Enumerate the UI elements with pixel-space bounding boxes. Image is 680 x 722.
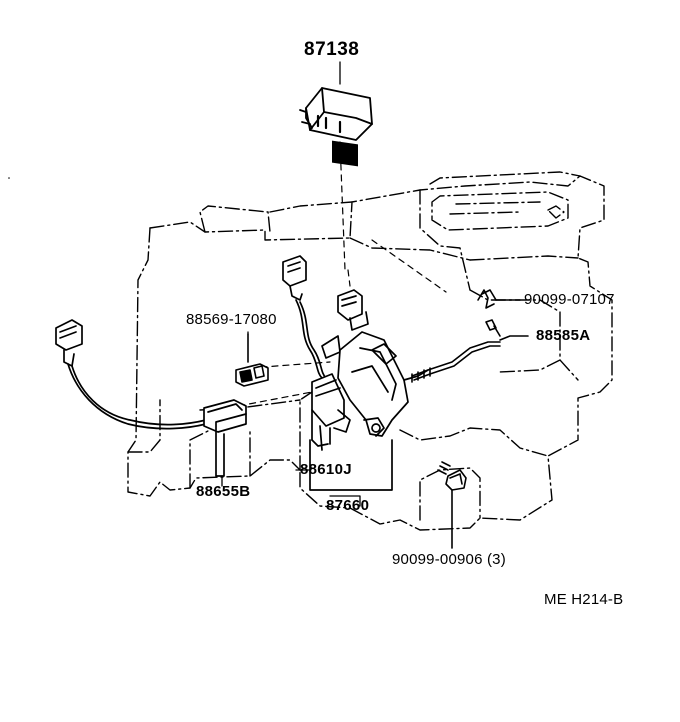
label-leaders (221, 61, 361, 507)
part-label-90099-00906: 90099-00906 (3) (392, 551, 506, 568)
part-label-88585A: 88585A (536, 327, 591, 344)
part-label-87138: 87138 (304, 39, 360, 60)
connector-88655B (55, 319, 247, 477)
screw-90099-00906 (437, 461, 467, 549)
heater-unit-housing (127, 171, 613, 531)
relay-87138 (299, 87, 373, 167)
part-label-87660: 87660 (326, 497, 370, 514)
bracket-88569-17080 (235, 333, 269, 387)
diagram-code: ME H214-B (544, 591, 624, 608)
part-label-88610J: 88610J (300, 461, 352, 478)
part-label-88569-17080: 88569-17080 (186, 311, 277, 328)
part-label-88655B: 88655B (196, 483, 251, 500)
actuator-87660 (309, 289, 429, 491)
cable-88585A (411, 319, 529, 383)
speck (8, 177, 10, 179)
part-label-90099-07107: 90099-07107 (524, 291, 615, 308)
clip-90099-07107 (477, 289, 521, 309)
sensor-88610J (282, 255, 345, 451)
